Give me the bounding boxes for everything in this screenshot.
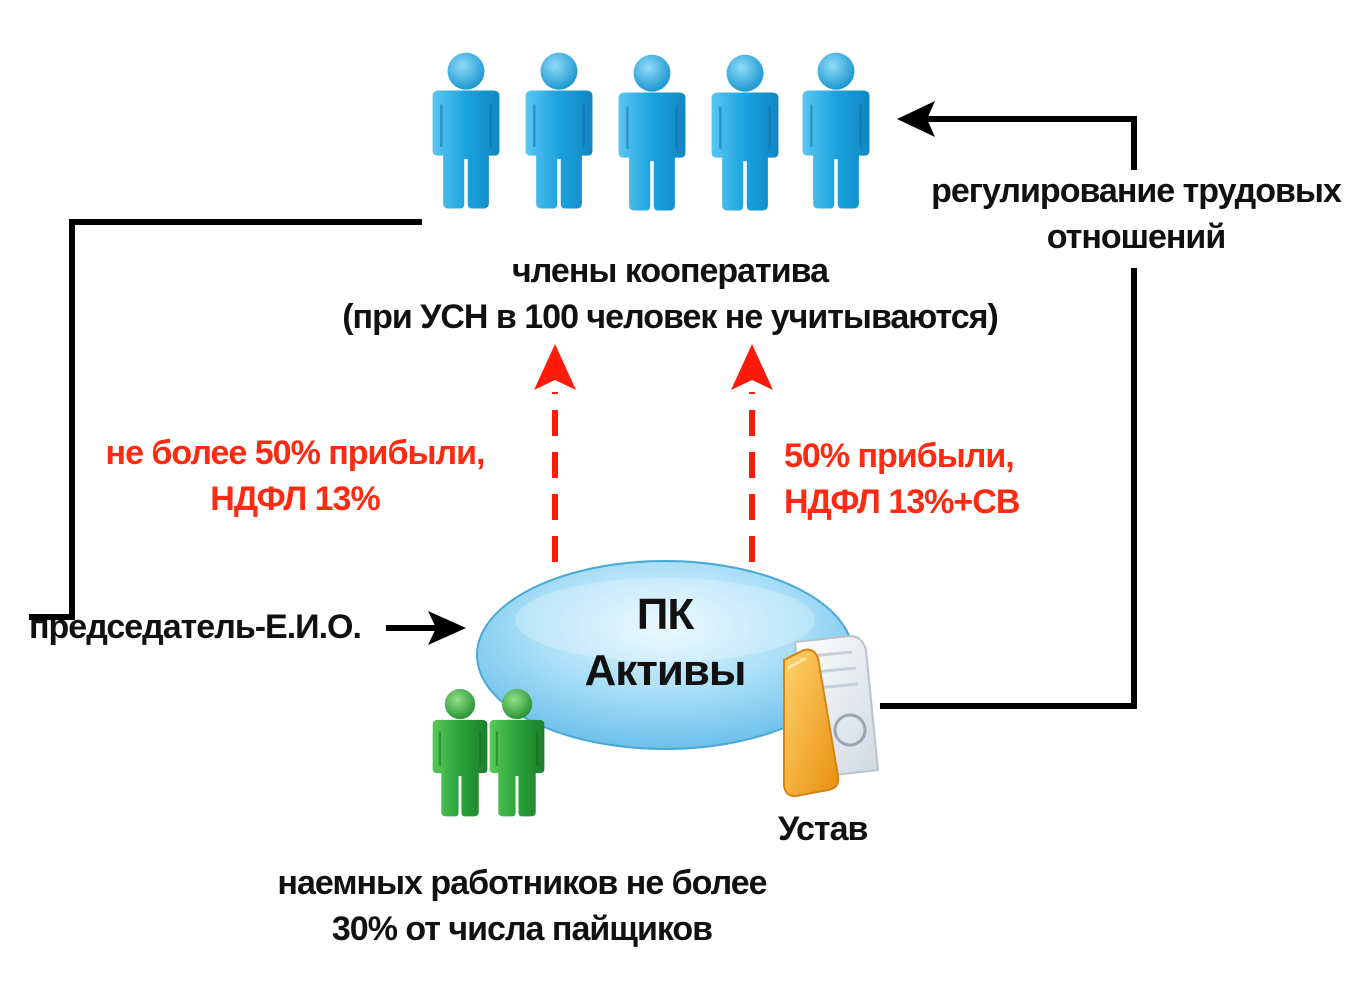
person-icon (430, 51, 502, 211)
employees-label: наемных работников не более 30% от числа… (277, 864, 767, 948)
person-icon (431, 687, 489, 818)
chairman-connector (29, 219, 422, 620)
core-label: ПК Активы (584, 590, 746, 695)
person-icon (800, 51, 872, 211)
members-label: члены кооператива (при УСН в 100 человек… (342, 252, 999, 336)
employees-group (431, 687, 546, 818)
chairman-label: председатель-Е.И.О. (29, 608, 362, 646)
charter-label: Устав (778, 810, 868, 848)
members-group (430, 51, 872, 213)
chairman-arrow-head (428, 611, 466, 645)
left-profit-label: не более 50% прибыли, НДФЛ 13% (105, 434, 486, 518)
labor-connector (880, 268, 1137, 709)
labor-relations-label: регулирование трудовых отношений (931, 172, 1342, 256)
profit-arrow-left (534, 344, 576, 562)
right-profit-label: 50% прибыли, НДФЛ 13%+СВ (784, 437, 1020, 521)
person-icon (709, 53, 781, 213)
folder-document-icon (783, 634, 880, 798)
labor-arrow-head (897, 101, 935, 137)
profit-arrow-right (731, 344, 773, 562)
labor-connector-top (920, 116, 1137, 170)
person-icon (616, 53, 688, 213)
person-icon (523, 51, 595, 211)
